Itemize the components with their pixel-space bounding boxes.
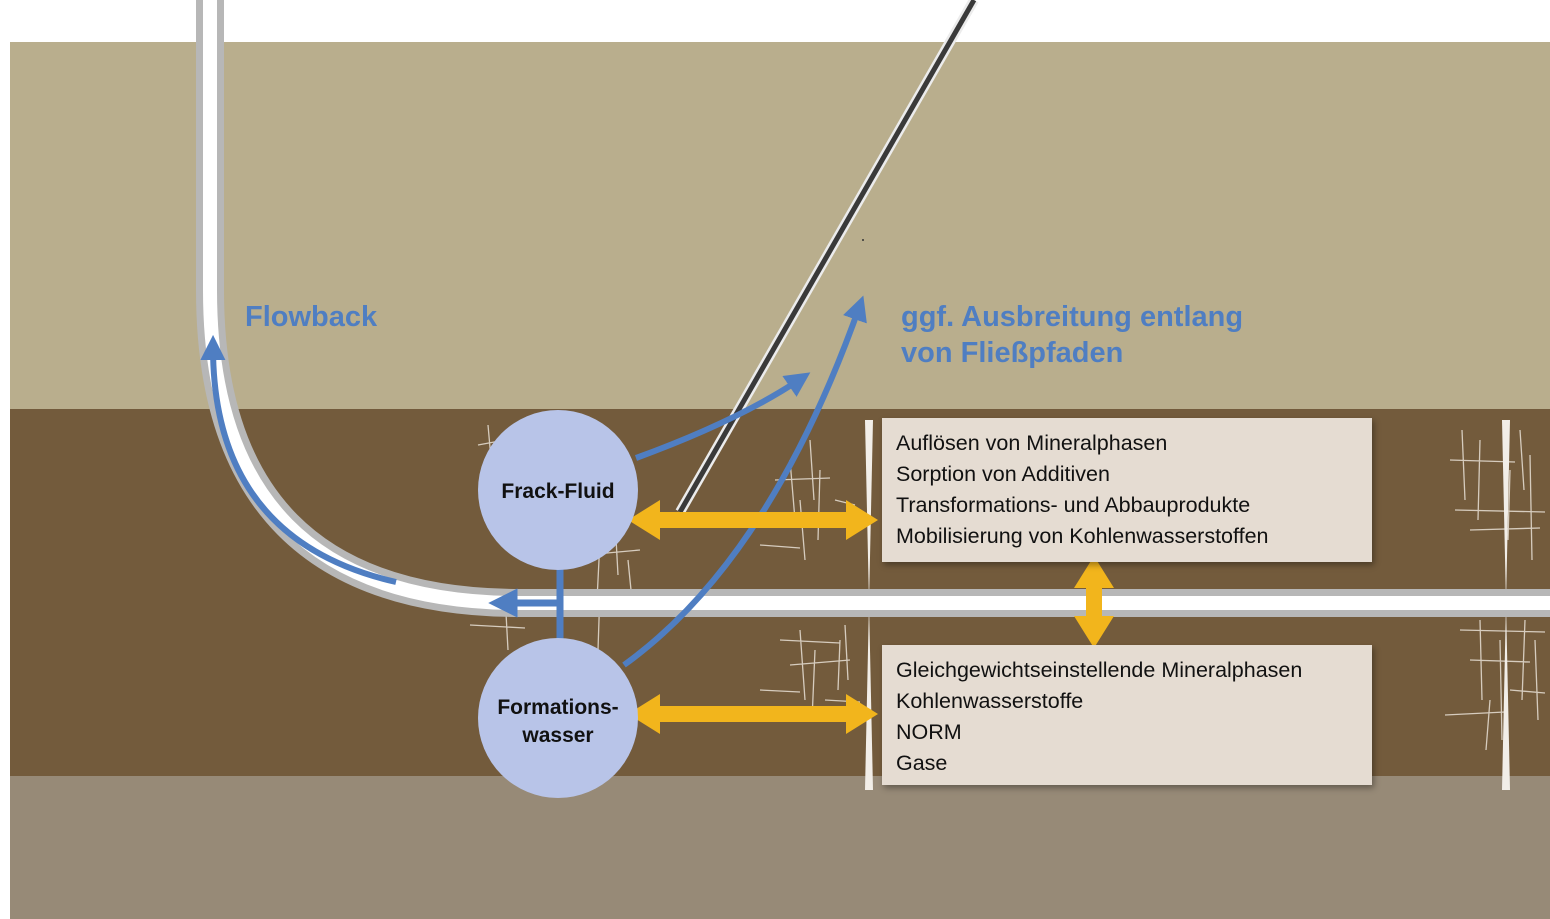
- fracture-slits: [865, 420, 1510, 790]
- lower-process-box: Gleichgewichtseinstellende Mineralphasen…: [882, 645, 1372, 785]
- formation-water-label-line2: wasser: [521, 724, 593, 747]
- frack-fluid-node: [478, 410, 638, 570]
- lower-rock-layer: [10, 776, 1550, 919]
- lower-box-item: Kohlenwasserstoffe: [896, 689, 1084, 713]
- formation-water-label-line1: Formations-: [497, 696, 618, 719]
- exchange-arrows: [628, 500, 1114, 734]
- upper-box-item: Transformations- und Abbauprodukte: [896, 493, 1251, 517]
- formation-water-node: [478, 638, 638, 798]
- spread-arrow-frack-fluid: [634, 372, 811, 461]
- upper-box-item: Mobilisierung von Kohlenwasserstoffen: [896, 524, 1269, 548]
- lower-box-item: Gase: [896, 751, 948, 775]
- frack-fluid-label: Frack-Fluid: [501, 480, 614, 503]
- upper-box-item: Auflösen von Mineralphasen: [896, 431, 1168, 455]
- lower-box-item: NORM: [896, 720, 962, 744]
- flowback-arrow: [200, 334, 397, 585]
- lower-box-item: Gleichgewichtseinstellende Mineralphasen: [896, 658, 1303, 682]
- spread-label-line1: ggf. Ausbreitung entlang: [901, 301, 1243, 333]
- speck: [862, 239, 864, 241]
- flowback-label: Flowback: [245, 301, 378, 333]
- upper-box-item: Sorption von Additiven: [896, 462, 1110, 486]
- upper-process-box: Auflösen von Mineralphasen Sorption von …: [882, 418, 1372, 562]
- upper-rock-layer: [10, 42, 1550, 409]
- fault-line-core: [677, 0, 977, 514]
- spread-label-line2: von Fließpfaden: [901, 337, 1123, 369]
